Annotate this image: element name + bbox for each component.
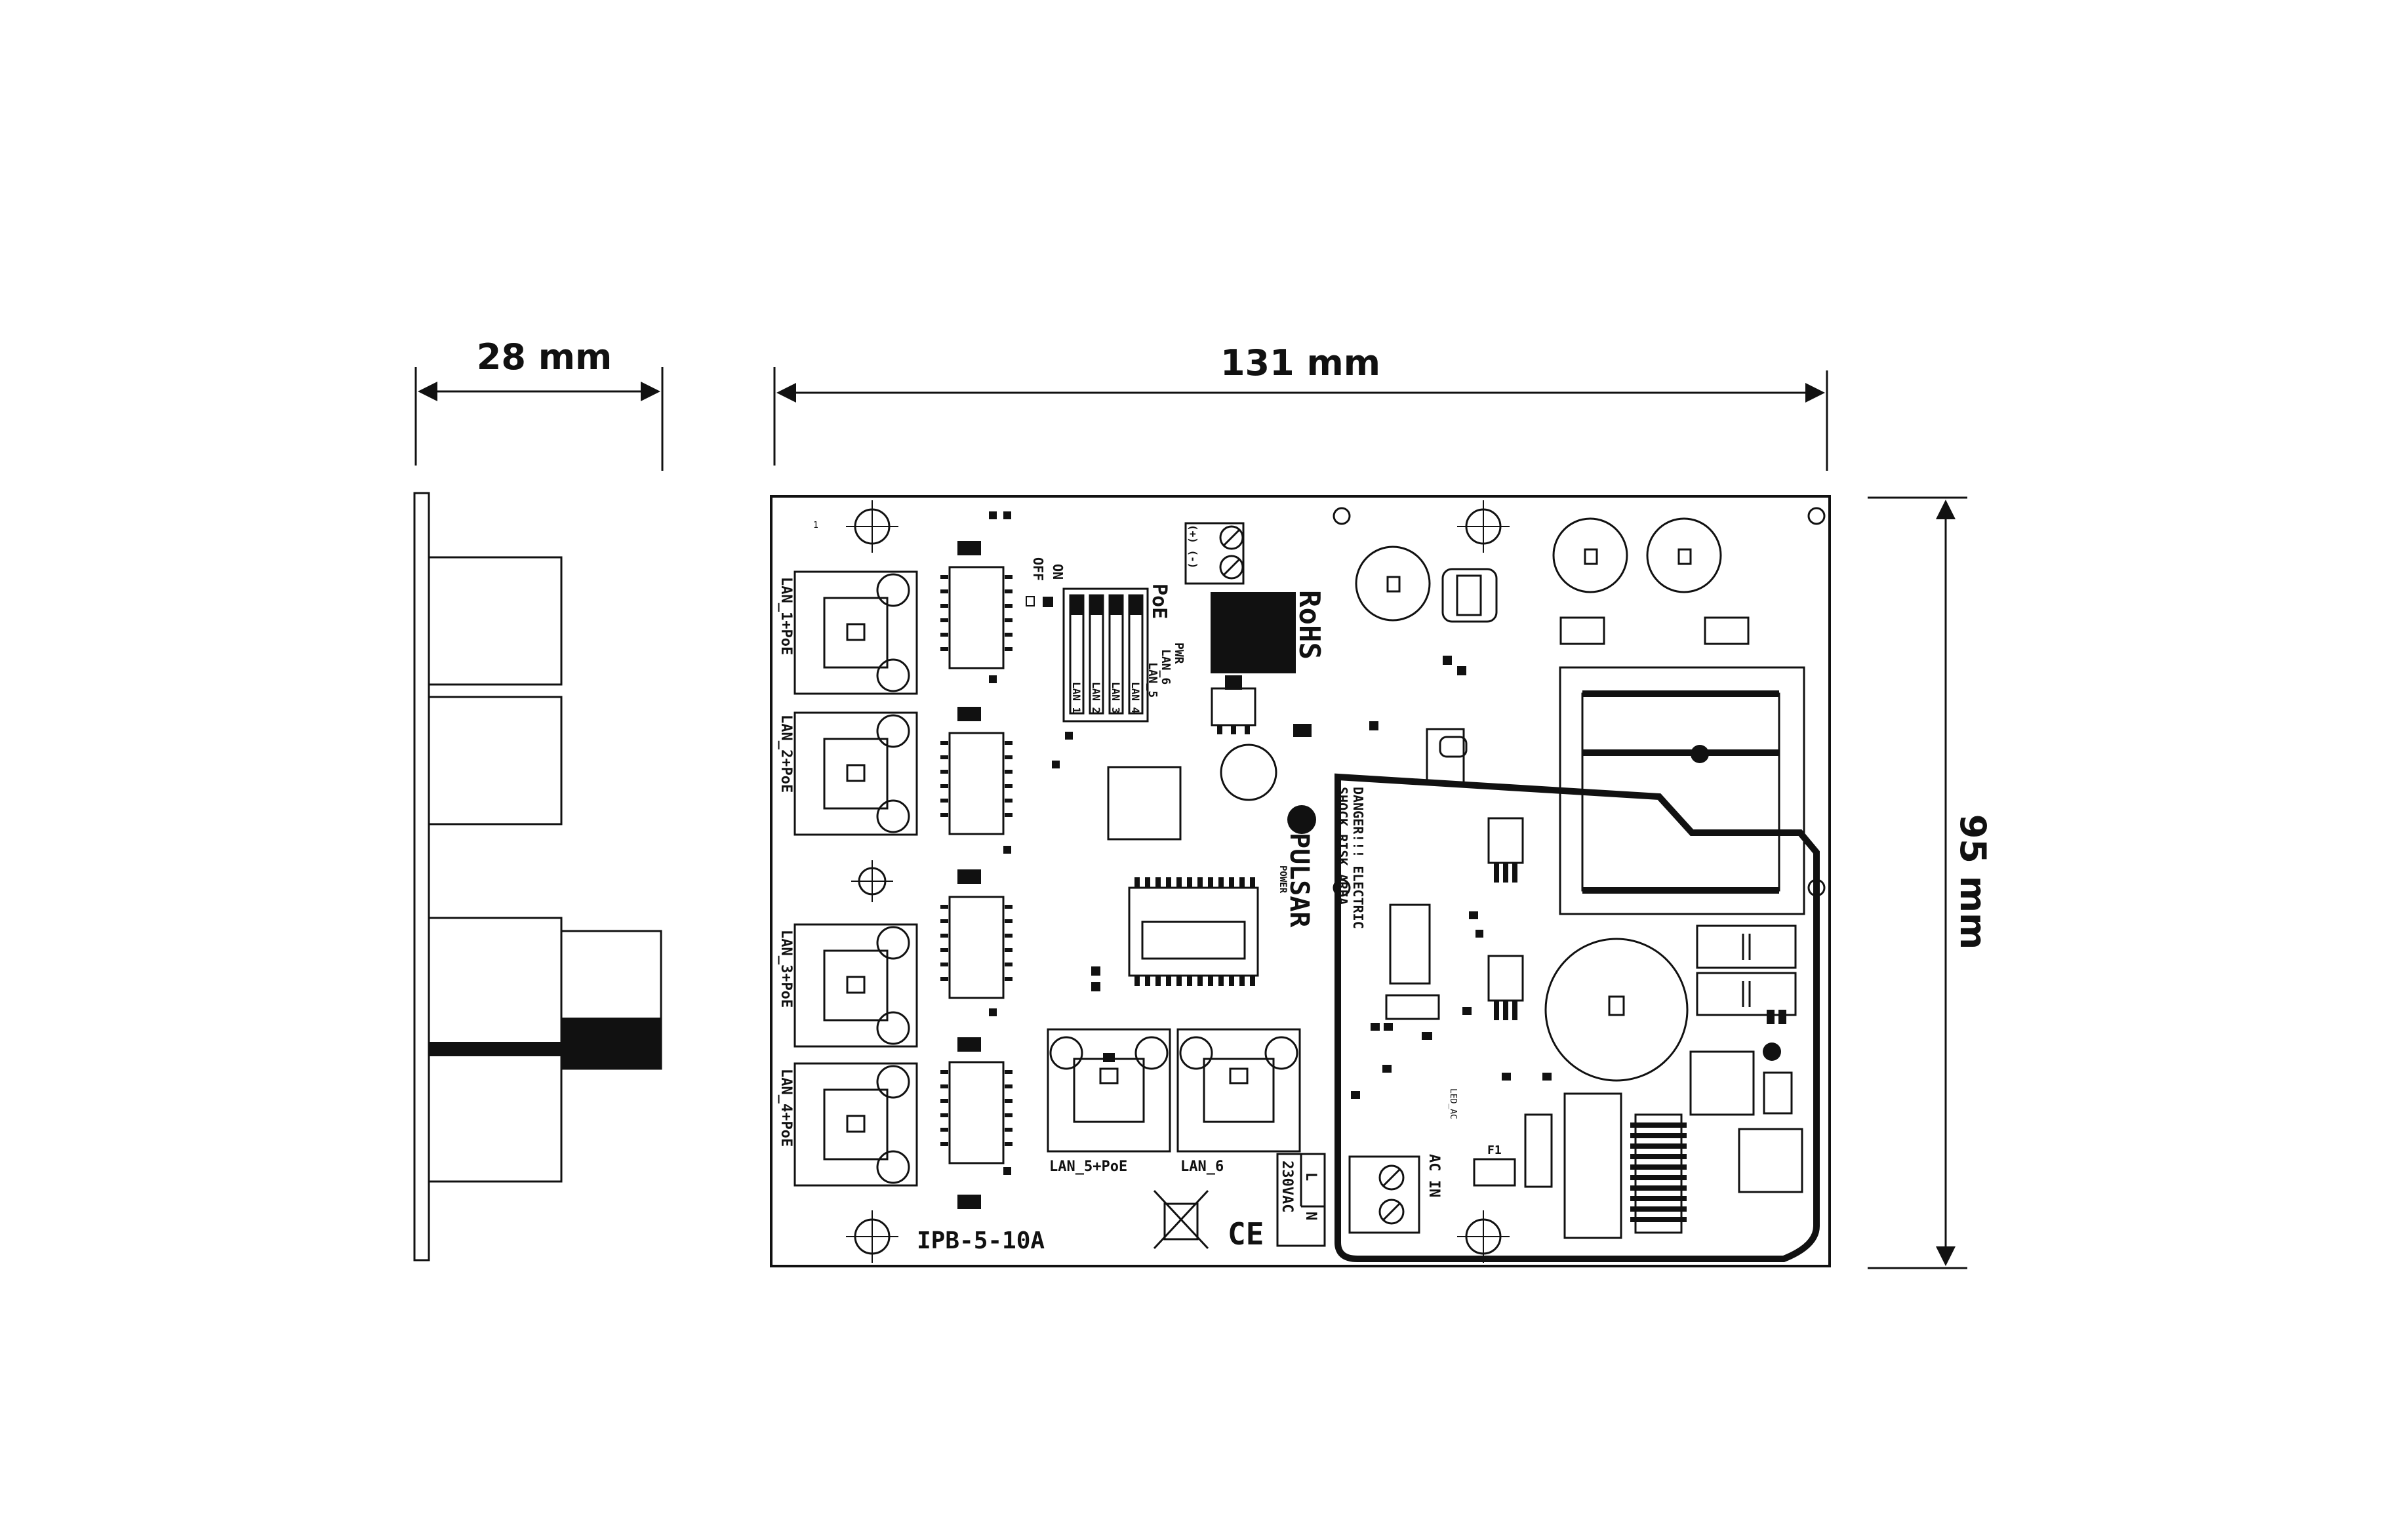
ac-in-label: AC IN	[1426, 1154, 1442, 1197]
film-capacitor-c14	[1696, 972, 1797, 1016]
fuse-f1	[1473, 1158, 1516, 1187]
dip-label-lan1: LAN_1	[1070, 682, 1083, 713]
ce-mark: CE	[1228, 1216, 1264, 1252]
port-label-lan1: LAN_1+PoE	[778, 577, 794, 655]
dip-label-lan2: LAN_2	[1090, 682, 1102, 713]
dip-off-label: OFF	[1030, 557, 1046, 581]
ethernet-switch-ic	[1107, 766, 1182, 841]
poe-dip-switch: LAN_1 LAN_2 LAN_3 LAN_4 PoE ON OFF	[1026, 557, 1171, 723]
led-ac-label: LED_AC	[1448, 1088, 1458, 1119]
weee-bin-icon	[1153, 1189, 1209, 1250]
hv-isolation-boundary	[1334, 773, 1820, 1262]
brand-logo-text: PULSAR	[1284, 833, 1314, 928]
bridge-rectifier-b1	[1689, 1050, 1755, 1116]
side-view	[413, 492, 662, 1261]
port-label-lan6: LAN_6	[1180, 1159, 1224, 1175]
pulsar-logo: PULSAR POWER	[1277, 805, 1316, 928]
electrolytic-capacitors	[1220, 517, 1722, 1082]
lan-jacks: LAN_1+PoE LAN_2+PoE LAN_3+PoE	[778, 570, 918, 1187]
danger-text-line2: SHOCK RISK AREA	[1334, 787, 1350, 905]
ic-u1	[1389, 904, 1431, 985]
pcb-board: 1 LAN_1+PoE LAN_2+PoE	[770, 495, 1831, 1267]
diode-d2	[1385, 994, 1440, 1020]
fuse-label: F1	[1487, 1143, 1502, 1157]
terminal-n-label: N	[1302, 1212, 1319, 1220]
varistor	[1524, 1113, 1553, 1188]
diode-d9	[1559, 616, 1605, 645]
status-led-labels: PWR LAN_6 LAN_5	[1146, 643, 1186, 698]
diode-d8	[1704, 616, 1750, 645]
port-label-lan5: LAN_5+PoE	[1049, 1159, 1127, 1175]
ac-input-terminal: AC IN	[1348, 1154, 1442, 1234]
side-connector-shadow	[561, 1018, 661, 1069]
dc-output-terminal: (+) (-)	[1184, 522, 1245, 585]
mains-label-box: L N 230VAC	[1276, 1153, 1326, 1247]
dip-label-lan4: LAN_4	[1129, 682, 1142, 713]
danger-text-line1: DANGER!!! ELECTRIC	[1350, 787, 1366, 929]
capacitor-c1	[1563, 1092, 1622, 1239]
film-capacitor-c2	[1696, 924, 1797, 969]
voltage-label: 230VAC	[1279, 1161, 1295, 1212]
mounting-holes	[846, 500, 1826, 1263]
height-label: 95 mm	[1952, 814, 1994, 949]
lcd-connector	[1128, 877, 1259, 986]
inductor-l2	[1738, 1128, 1803, 1193]
port-label-lan2: LAN_2+PoE	[778, 715, 794, 793]
rohs-mark: RoHS	[1293, 590, 1326, 660]
model-label: IPB-5-10A	[917, 1227, 1045, 1254]
brand-logo-sub: POWER	[1277, 865, 1288, 894]
width-dimension: 131 mm	[773, 342, 1828, 471]
diode-d1	[1763, 1071, 1793, 1115]
poe-transformers	[940, 511, 1013, 1209]
choke-l1	[1630, 1113, 1687, 1234]
pin1-mark: 1	[813, 521, 818, 530]
dc-polarity-label: (+) (-)	[1187, 525, 1199, 568]
smd-components	[1052, 656, 1786, 1099]
side-rj45-jack	[428, 556, 563, 686]
inductor-l3	[1441, 568, 1498, 623]
side-rj45-jack	[428, 696, 563, 825]
depth-label: 28 mm	[477, 336, 612, 378]
ic-u4	[1211, 592, 1296, 673]
port-label-lan3: LAN_3+PoE	[778, 930, 794, 1008]
port-label-lan4: LAN_4+PoE	[778, 1069, 794, 1147]
led-label-lan5: LAN_5	[1146, 662, 1159, 698]
led-label-pwr: PWR	[1172, 643, 1186, 664]
height-dimension: 95 mm	[1868, 496, 1994, 1269]
dip-on-label: ON	[1050, 564, 1066, 580]
width-label: 131 mm	[1220, 342, 1380, 384]
lan-jacks-bottom: LAN_5+PoE LAN_6	[1047, 1028, 1301, 1175]
terminal-l-label: L	[1302, 1172, 1319, 1181]
led-label-lan6: LAN_6	[1159, 649, 1173, 685]
dip-label-lan3: LAN_3	[1110, 682, 1122, 713]
poe-label: PoE	[1148, 584, 1171, 619]
depth-dimension: 28 mm	[414, 336, 664, 471]
side-shadow-band	[429, 1042, 561, 1056]
